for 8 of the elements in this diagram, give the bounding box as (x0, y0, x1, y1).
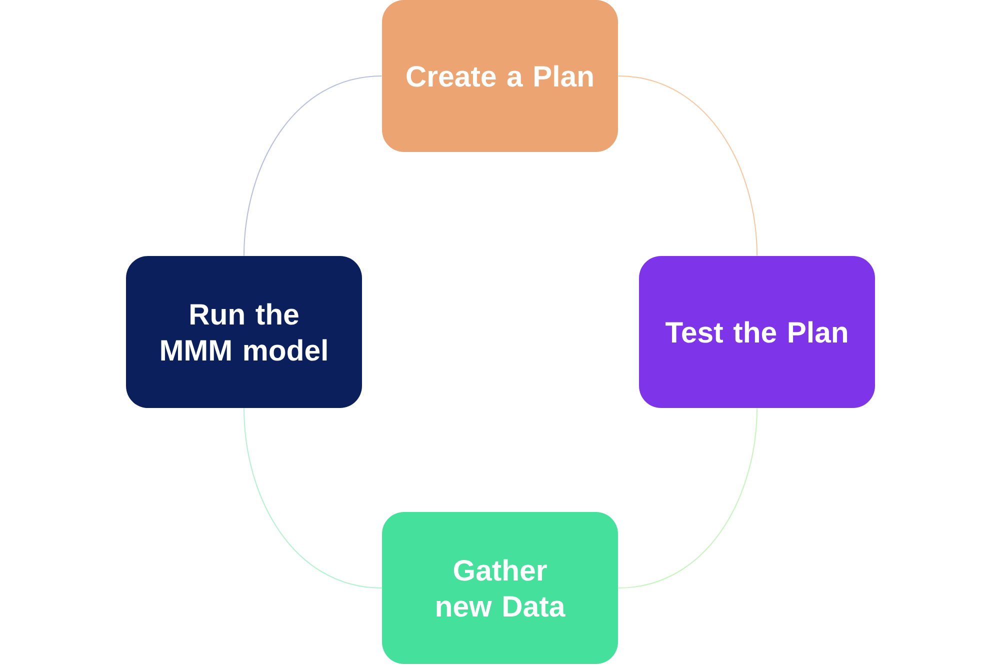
process-box: Test the Plan (639, 256, 875, 408)
process-box: Run the MMM model (126, 256, 362, 408)
arc-connector (243, 408, 382, 589)
arc-connector (618, 75, 758, 256)
process-box: Gather new Data (382, 512, 618, 664)
arc-connector (243, 75, 382, 256)
arc-connector (618, 408, 758, 589)
process-box: Create a Plan (382, 0, 618, 152)
